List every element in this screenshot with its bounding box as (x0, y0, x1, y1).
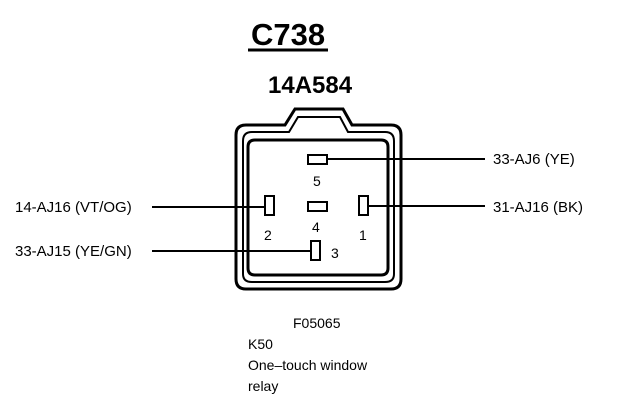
pin-2-circuit-label: 14-AJ16 (VT/OG) (15, 199, 132, 216)
figure-code: F05065 (293, 315, 341, 331)
pin-3-circuit-label: 33-AJ15 (YE/GN) (15, 243, 132, 260)
pin-2-number: 2 (264, 227, 272, 243)
housing-middle-outline (242, 116, 395, 283)
pin-2-terminal (264, 195, 275, 216)
pin-3-terminal (310, 240, 321, 261)
connector-housing (234, 107, 403, 291)
pin-1-number: 1 (359, 227, 367, 243)
pin-5-circuit-label: 33-AJ6 (YE) (493, 151, 575, 168)
pin-5-terminal (307, 154, 328, 165)
pin-4-terminal (307, 201, 328, 212)
pin-1-terminal (358, 195, 369, 216)
connector-id: C738 (251, 17, 325, 52)
pin-5-number: 5 (313, 173, 321, 189)
component-code: K50 (248, 336, 273, 352)
pin-4-number: 4 (312, 219, 320, 235)
component-description-line-2: relay (248, 378, 278, 394)
pin-1-circuit-label: 31-AJ16 (BK) (493, 199, 583, 216)
pin-3-number: 3 (331, 245, 339, 261)
housing-outer-outline (234, 107, 403, 291)
housing-inner-outline (246, 138, 390, 277)
component-description-line-1: One–touch window (248, 357, 368, 373)
part-number: 14A584 (268, 72, 353, 99)
